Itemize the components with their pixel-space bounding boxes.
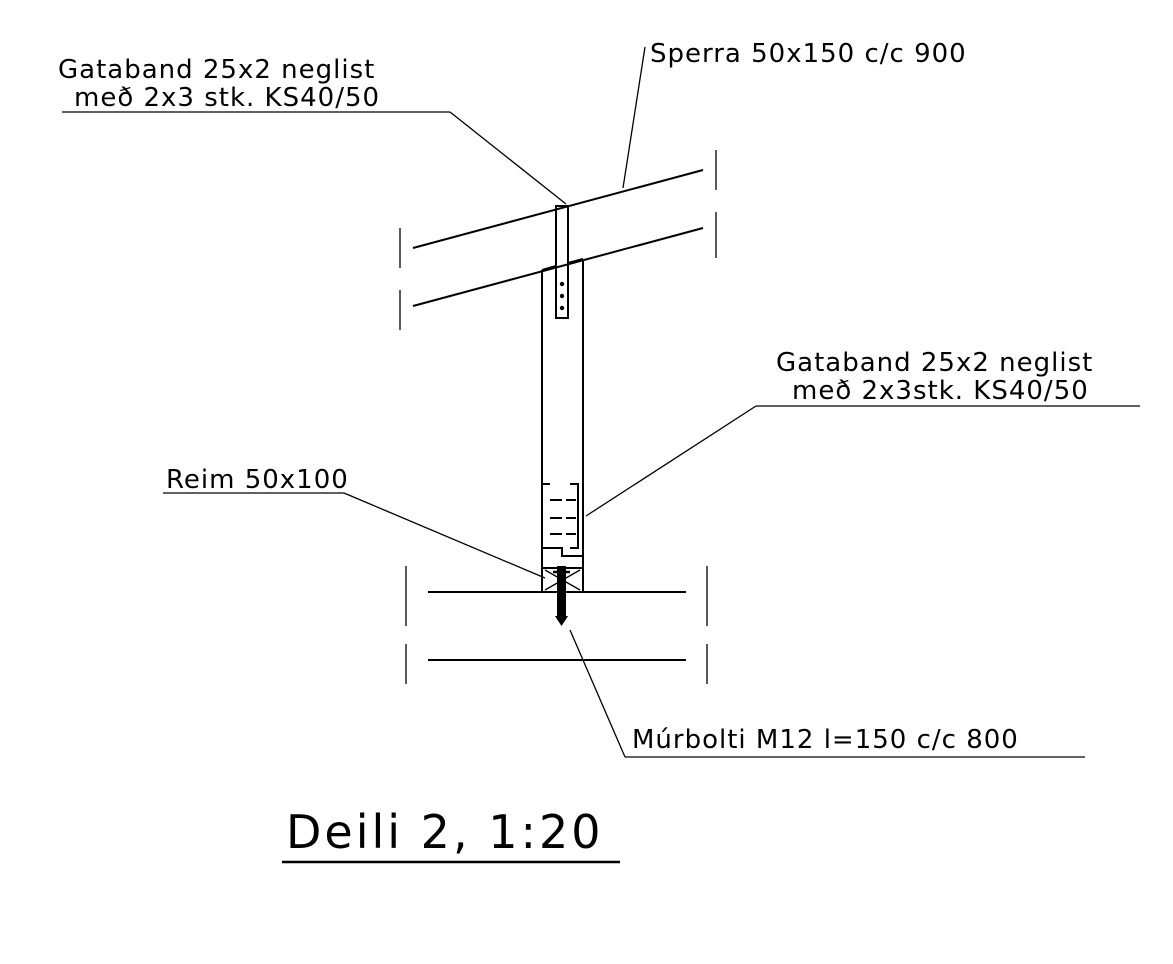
- label-sperra: Sperra 50x150 c/c 900: [650, 39, 967, 69]
- label-gataband-mid-2: með 2x3stk. KS40/50: [792, 376, 1089, 406]
- label-gataband-mid-1: Gataband 25x2 neglist: [776, 348, 1093, 378]
- label-gataband-top-2: með 2x3 stk. KS40/50: [74, 83, 380, 113]
- label-reim: Reim 50x100: [166, 465, 349, 495]
- nail-dot: [559, 305, 565, 311]
- rafter: [399, 150, 717, 330]
- label-gataband-top-1: Gataband 25x2 neglist: [58, 55, 375, 85]
- drawing-title: Deili 2, 1:20: [286, 805, 604, 859]
- bottom-strap: [541, 483, 583, 557]
- nail-dot: [559, 281, 565, 287]
- label-murbolti: Múrbolti M12 l=150 c/c 800: [632, 725, 1019, 755]
- top-strap: [541, 205, 584, 319]
- nail-dot: [559, 293, 565, 299]
- leader-lines: [62, 46, 1140, 758]
- anchor-bolt: [553, 566, 570, 626]
